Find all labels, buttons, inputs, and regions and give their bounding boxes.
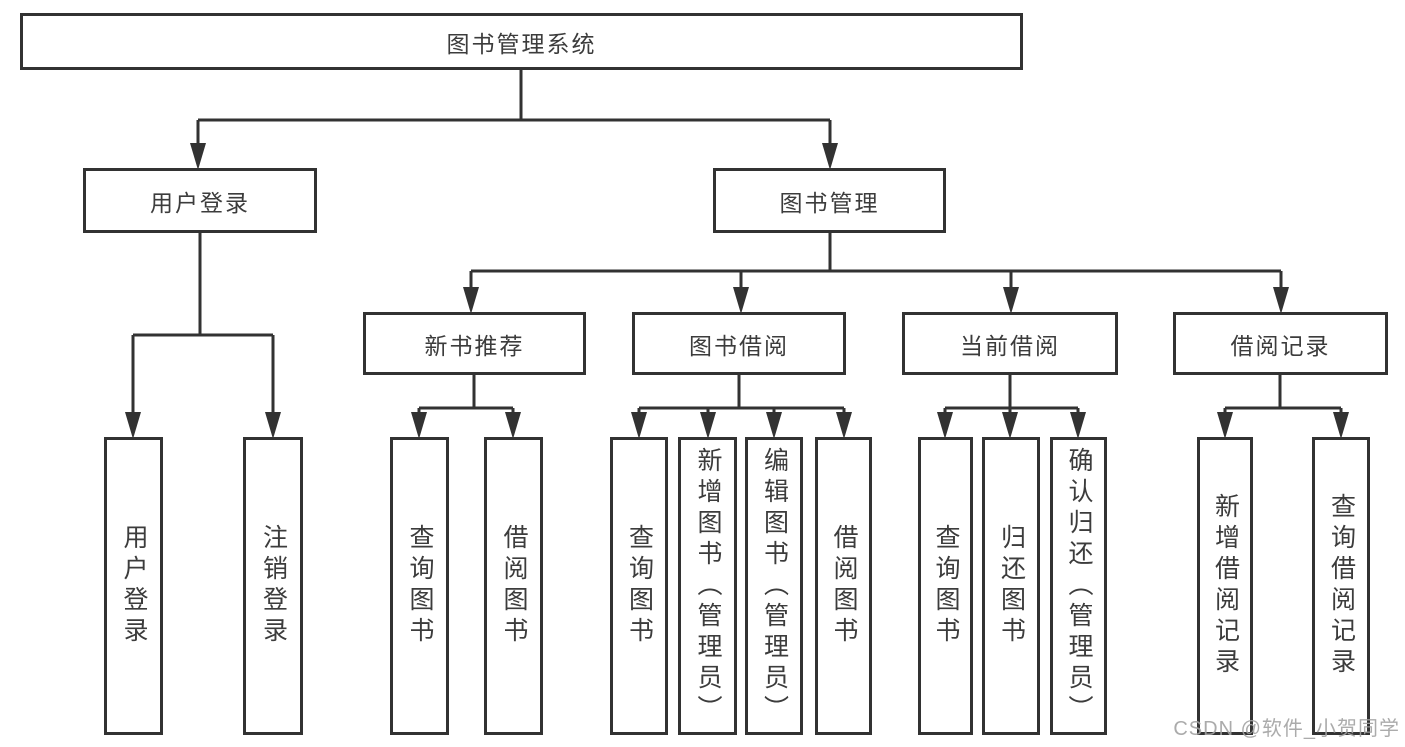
leaf-label: 编辑图书（管理员） (760, 446, 789, 726)
leaf-label: 注销登录 (259, 524, 288, 648)
node-borrow-records: 借阅记录 (1173, 312, 1388, 375)
leaf-query-books-current: 查询图书 (918, 437, 973, 735)
leaf-logout: 注销登录 (243, 437, 303, 735)
leaf-label: 新增借阅记录 (1211, 493, 1240, 679)
leaf-borrow-books-recommend: 借阅图书 (484, 437, 543, 735)
leaf-label: 新增图书（管理员） (694, 446, 722, 726)
leaf-label: 查询图书 (625, 524, 654, 648)
node-book-management: 图书管理 (713, 168, 946, 233)
node-library-management-system: 图书管理系统 (20, 13, 1023, 70)
leaf-edit-books-admin: 编辑图书（管理员） (745, 437, 803, 735)
node-new-book-recommend: 新书推荐 (363, 312, 586, 375)
leaf-label: 用户登录 (120, 524, 148, 648)
node-current-borrowing: 当前借阅 (902, 312, 1118, 375)
leaf-label: 查询图书 (406, 524, 434, 648)
leaf-confirm-return-admin: 确认归还（管理员） (1050, 437, 1107, 735)
leaf-label: 查询图书 (932, 524, 960, 648)
leaf-add-books-admin: 新增图书（管理员） (678, 437, 737, 735)
leaf-query-books-borrowing: 查询图书 (610, 437, 668, 735)
node-user-login: 用户登录 (83, 168, 317, 233)
leaf-label: 归还图书 (997, 524, 1026, 648)
leaf-borrow-books-borrowing: 借阅图书 (815, 437, 872, 735)
leaf-user-login: 用户登录 (104, 437, 163, 735)
leaf-return-books: 归还图书 (982, 437, 1040, 735)
leaf-label: 借阅图书 (500, 524, 528, 648)
leaf-label: 借阅图书 (830, 524, 858, 648)
node-book-borrowing: 图书借阅 (632, 312, 846, 375)
leaf-query-borrow-record: 查询借阅记录 (1312, 437, 1370, 735)
leaf-label: 确认归还（管理员） (1065, 446, 1093, 726)
leaf-label: 查询借阅记录 (1327, 493, 1356, 679)
leaf-query-books-recommend: 查询图书 (390, 437, 449, 735)
leaf-add-borrow-record: 新增借阅记录 (1197, 437, 1253, 735)
